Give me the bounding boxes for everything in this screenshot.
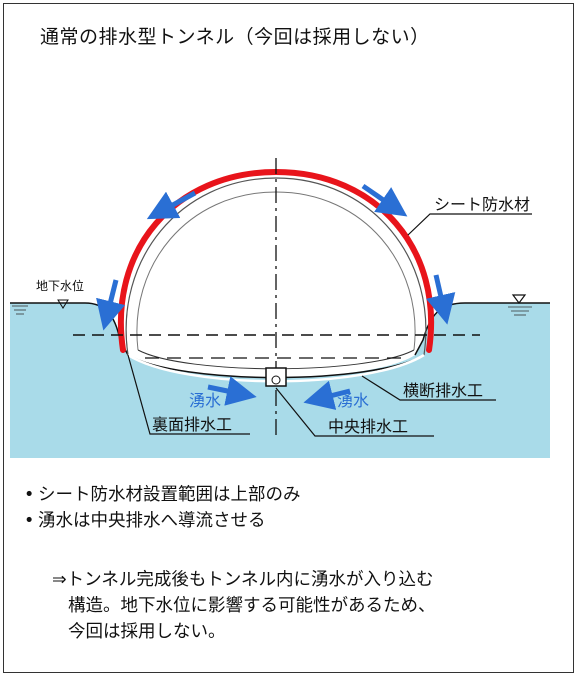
label-spring-left: 湧水 xyxy=(189,391,221,410)
flow-arrow-bottom-right xyxy=(303,380,351,410)
label-cross-drain: 横断排水工 xyxy=(403,381,483,400)
central-drain-pipe xyxy=(271,375,281,385)
panel-frame xyxy=(3,3,574,673)
note-line: 今回は採用しない。 xyxy=(68,622,226,642)
note-line: 構造。地下水位に影響する可能性があるため、 xyxy=(68,596,436,616)
water-lines-left xyxy=(12,305,28,315)
leader-back-drain xyxy=(127,354,250,435)
page-title: 通常の排水型トンネル（今回は採用しない） xyxy=(40,26,430,48)
leader-central-drain xyxy=(275,387,434,437)
tunnel-lining xyxy=(125,177,427,356)
bullet-item: 湧水は中央排水へ導流させる xyxy=(24,508,301,534)
tunnel-diagram: シート防水材 地下水位 横断排水工 裏面排水工 中央排水工 湧水 湧水 xyxy=(10,158,550,458)
note-line: ⇒トンネル完成後もトンネル内に湧水が入り込む xyxy=(52,570,434,590)
water-lines-right xyxy=(508,306,532,316)
flow-arrow-right-side xyxy=(426,274,456,325)
leader-sheet xyxy=(407,213,532,236)
label-sheet-waterproof: シート防水材 xyxy=(434,195,530,214)
bullet-item: シート防水材設置範囲は上部のみ xyxy=(24,482,301,508)
water-level-marker-right xyxy=(511,294,527,304)
label-central-drain: 中央排水工 xyxy=(328,417,408,436)
bullet-list: シート防水材設置範囲は上部のみ 湧水は中央排水へ導流させる xyxy=(24,482,301,534)
flow-arrow-upper-left xyxy=(146,190,197,220)
label-spring-right: 湧水 xyxy=(337,391,369,410)
label-back-drain: 裏面排水工 xyxy=(152,415,232,434)
label-groundwater-level: 地下水位 xyxy=(36,278,84,293)
flow-arrow-upper-right xyxy=(361,183,408,217)
leader-cross-drain xyxy=(361,375,496,401)
water-level-marker-left xyxy=(57,299,69,309)
conclusion-note: ⇒トンネル完成後もトンネル内に湧水が入り込む 構造。地下水位に影響する可能性があ… xyxy=(52,567,436,645)
flow-arrow-left-side xyxy=(96,279,126,331)
flow-arrow-bottom-left xyxy=(207,376,257,406)
